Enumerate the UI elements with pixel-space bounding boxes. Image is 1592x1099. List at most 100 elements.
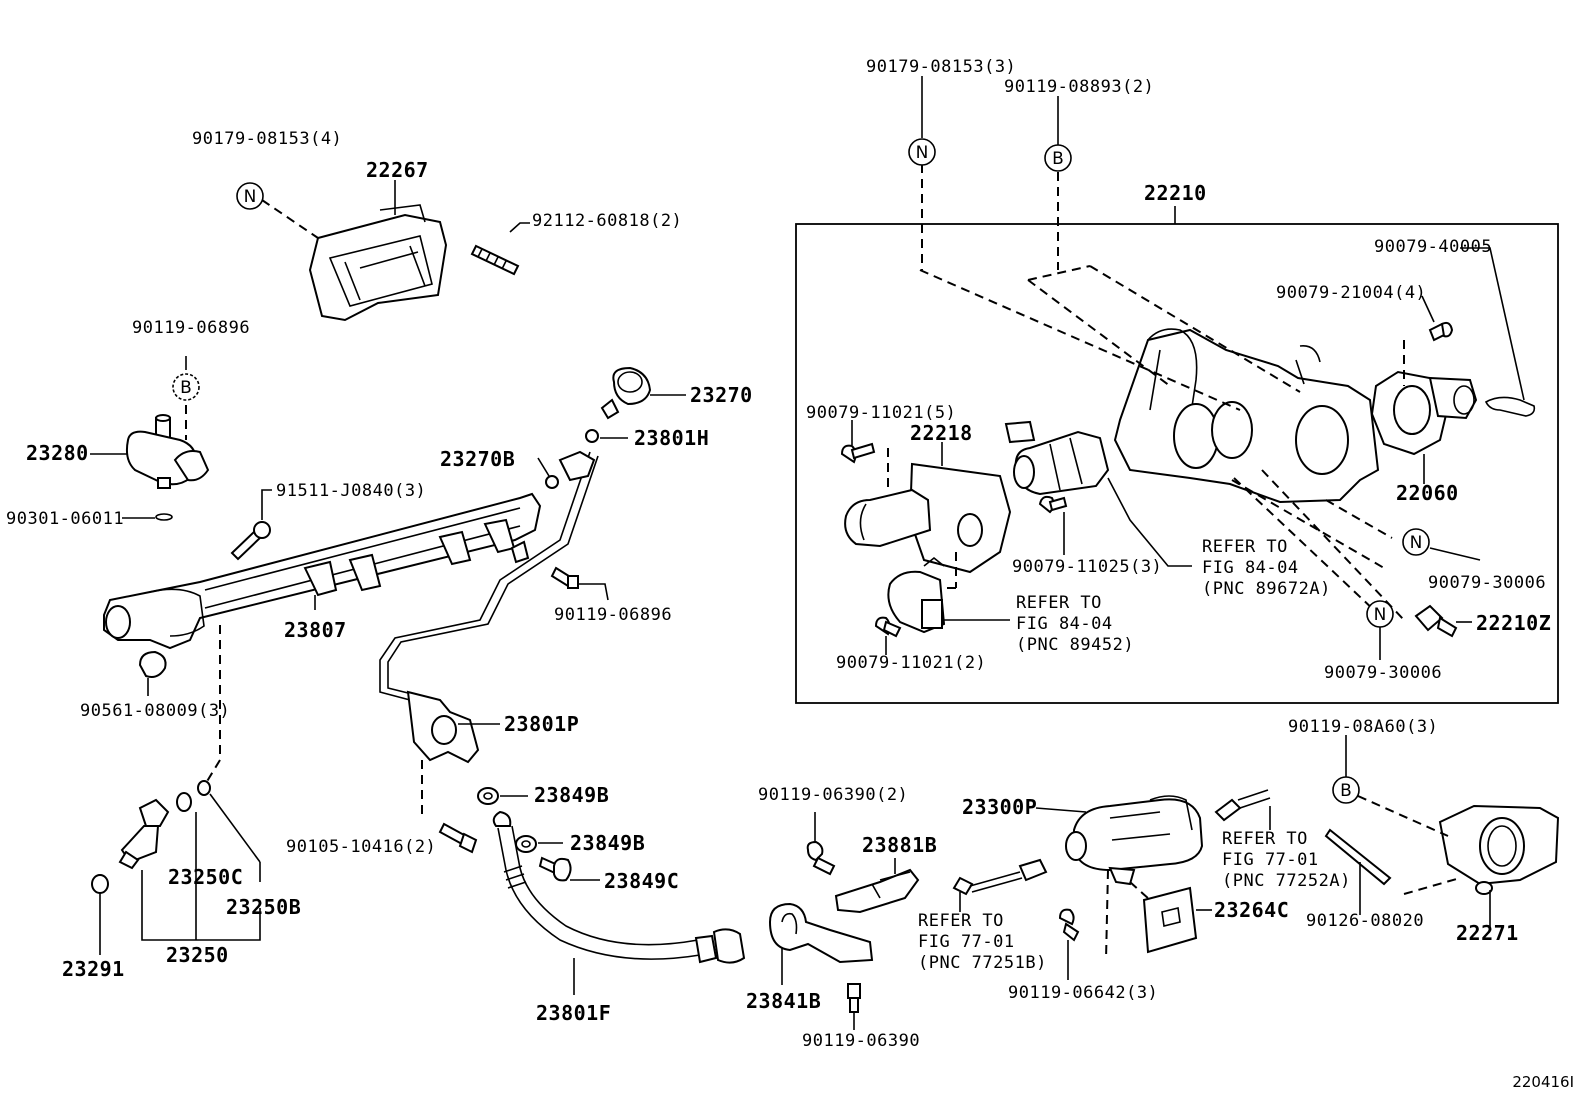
label-22060: 22060 xyxy=(1396,481,1459,505)
figure-code: 220416I xyxy=(1512,1073,1574,1091)
label-90105-10416-2: 90105-10416(2) xyxy=(286,837,436,857)
label-22210: 22210 xyxy=(1144,181,1207,205)
svg-text:N: N xyxy=(244,187,257,207)
label-90119-06896-a: 90119-06896 xyxy=(132,318,250,338)
mark-n-3: N xyxy=(1402,528,1430,556)
bolt-90105-part xyxy=(438,822,478,854)
gasket-22271-part xyxy=(1438,804,1560,895)
svg-text:B: B xyxy=(1052,149,1064,169)
label-90079-21004-4: 90079-21004(4) xyxy=(1276,283,1426,303)
label-23250c: 23250C xyxy=(168,865,243,889)
label-23849b-b: 23849B xyxy=(570,831,645,855)
bracket-23264c-part xyxy=(1142,886,1198,954)
label-90119-06390: 90119-06390 xyxy=(802,1031,920,1051)
ref-84-04-a-line2: FIG 84-04 xyxy=(1202,558,1299,578)
label-90079-30006-b: 90079-30006 xyxy=(1324,663,1442,683)
label-23881b: 23881B xyxy=(862,833,937,857)
stud-90126-part xyxy=(1324,828,1392,886)
svg-text:N: N xyxy=(1410,533,1423,553)
mark-n-4: N xyxy=(1366,600,1394,628)
label-23841b: 23841B xyxy=(746,989,821,1013)
bracket-23881b-part xyxy=(834,868,920,914)
label-91511-j0840-3: 91511-J0840(3) xyxy=(276,481,426,501)
clamp-23841b-part xyxy=(768,902,874,964)
ref-84-04-a-line3: (PNC 89672A) xyxy=(1202,579,1331,599)
connector-77252a-part xyxy=(1214,789,1271,822)
throttle-body-22210-part xyxy=(1113,328,1380,504)
leader-22267-n xyxy=(261,199,319,239)
label-92112-60818-2: 92112-60818(2) xyxy=(532,211,682,231)
connector-77251b-part xyxy=(952,858,1048,896)
mark-b-1: B xyxy=(172,373,200,401)
injector-23250-part xyxy=(118,798,170,870)
label-90119-06390-2: 90119-06390(2) xyxy=(758,785,908,805)
label-90079-11021-2: 90079-11021(2) xyxy=(836,653,986,673)
ref-77-01-a-line2: FIG 77-01 xyxy=(918,932,1015,952)
fuel-pipe-part xyxy=(379,450,599,701)
screw-90079-21004-part xyxy=(1428,321,1454,342)
gasket-23849b-a-part xyxy=(477,787,499,805)
gasket-23801h-part xyxy=(585,429,599,443)
label-23801f: 23801F xyxy=(536,1001,611,1025)
svg-text:N: N xyxy=(916,143,929,163)
bolt-90119-06390-2-part xyxy=(806,840,836,876)
label-23807: 23807 xyxy=(284,618,347,642)
actuator-motor-part xyxy=(1004,420,1110,496)
label-23300p: 23300P xyxy=(962,795,1037,819)
grommet-23291-part xyxy=(91,874,109,894)
label-90079-11021-5: 90079-11021(5) xyxy=(806,403,956,423)
ref-84-04-b-line1: REFER TO xyxy=(1016,593,1102,613)
label-90119-08a60-3: 90119-08A60(3) xyxy=(1288,717,1438,737)
screw-90079-11021-5-part xyxy=(840,442,876,464)
stud-92112-part xyxy=(470,244,520,276)
label-23801h: 23801H xyxy=(634,426,709,450)
union-bolt-23849c-part xyxy=(538,856,572,882)
ref-77-01-a-line3: (PNC 77251B) xyxy=(918,953,1047,973)
oring-23250c-part xyxy=(176,792,192,812)
mark-n-2: N xyxy=(908,138,936,166)
label-90126-08020: 90126-08020 xyxy=(1306,911,1424,931)
bracket-23801p-part xyxy=(406,690,480,764)
valve-23300p-part xyxy=(1065,795,1204,886)
bolt-91511-part xyxy=(230,521,271,561)
screw-90079-11021-2-part xyxy=(874,616,902,638)
label-22218: 22218 xyxy=(910,421,973,445)
label-90079-30006-a: 90079-30006 xyxy=(1428,573,1546,593)
sensor-22210z-part xyxy=(1414,604,1458,638)
label-90179-08153-3: 90179-08153(3) xyxy=(866,57,1016,77)
gasket-23270b-part xyxy=(545,475,559,489)
screw-90079-11025-part xyxy=(1038,495,1068,514)
label-90119-06896-b: 90119-06896 xyxy=(554,605,672,625)
label-23849c: 23849C xyxy=(604,869,679,893)
label-90079-40005: 90079-40005 xyxy=(1374,237,1492,257)
bolt-90119-06390-part xyxy=(847,983,861,1013)
pulsation-damper-23270-part xyxy=(600,366,652,420)
sensor-22218-part xyxy=(844,462,1012,574)
gasket-23849b-b-part xyxy=(515,835,537,853)
label-22267: 22267 xyxy=(366,158,429,182)
label-23270: 23270 xyxy=(690,383,753,407)
label-23280: 23280 xyxy=(26,441,89,465)
svg-text:B: B xyxy=(1340,781,1352,801)
ref-84-04-b-line3: (PNC 89452) xyxy=(1016,635,1134,655)
mark-b-3: B xyxy=(1332,776,1360,804)
idle-valve-22060-part xyxy=(1370,370,1478,456)
label-23270b: 23270B xyxy=(440,447,515,471)
label-23291: 23291 xyxy=(62,957,125,981)
label-90561-08009-3: 90561-08009(3) xyxy=(80,701,230,721)
fuel-hose-23801f-part xyxy=(492,810,746,964)
svg-text:N: N xyxy=(1374,605,1387,625)
svg-text:B: B xyxy=(180,378,192,398)
bolt-90119-06896-b-part xyxy=(550,566,579,589)
mark-b-2: B xyxy=(1044,144,1072,172)
label-23849b-a: 23849B xyxy=(534,783,609,807)
label-23250b: 23250B xyxy=(226,895,301,919)
label-23264c: 23264C xyxy=(1214,898,1289,922)
mark-n-1: N xyxy=(236,182,264,210)
label-90301-06011: 90301-06011 xyxy=(6,509,124,529)
label-23250: 23250 xyxy=(166,943,229,967)
ref-77-01-a-line1: REFER TO xyxy=(918,911,1004,931)
pressure-regulator-23280-part xyxy=(125,414,210,489)
gasket-90079-40005-part xyxy=(1484,396,1536,417)
